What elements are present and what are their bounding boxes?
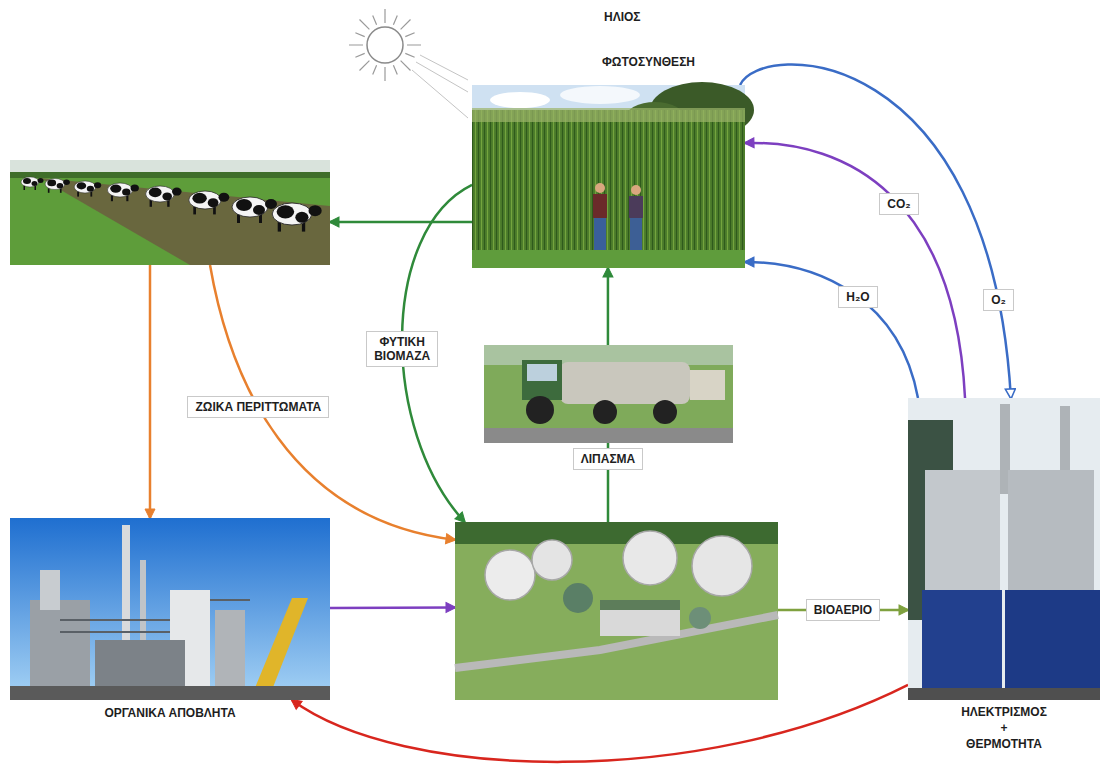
cattle-photo (10, 160, 330, 265)
crop-photo-node: ΦΩΤΟΣΥΝΘΕΣΗ (472, 85, 745, 268)
flow-label: ΦΥΤΙΚΗ ΒΙΟΜΑΖΑ (366, 331, 438, 367)
photo-sky (10, 160, 330, 173)
photo-caption: ΟΡΓΑΝΙΚΑ ΑΠΟΒΛΗΤΑ (10, 706, 330, 720)
field (484, 345, 733, 443)
person-torso (593, 194, 607, 218)
person-head (595, 183, 605, 193)
cow (272, 203, 322, 232)
person-torso (629, 196, 643, 218)
energy-crop-photo (472, 82, 754, 268)
digester-dome (692, 536, 752, 596)
cow (74, 181, 101, 197)
ground (908, 688, 1100, 700)
wheel (593, 400, 617, 424)
cow (232, 197, 277, 223)
lawn (472, 250, 745, 268)
storage-tank (563, 583, 593, 613)
photo-sky (472, 85, 745, 268)
cow (107, 183, 138, 201)
flow-arrow (745, 262, 918, 398)
sunlight-lines (412, 55, 468, 118)
ground (10, 686, 330, 700)
grass-tops (472, 108, 745, 122)
biogas-plant-photo (455, 522, 778, 700)
cab-window (527, 364, 557, 381)
muddy-track (40, 178, 330, 265)
person-legs (630, 218, 642, 250)
plant-structure (40, 570, 60, 610)
slurry-tank (560, 362, 690, 404)
generator-container (922, 590, 1002, 690)
storage-tank (689, 607, 711, 629)
tractor-photo (484, 345, 733, 443)
person-legs (594, 218, 606, 250)
engine-unit (925, 470, 1000, 595)
photo-caption: ΗΛΕΚΤΡΙΣΜΟΣ + ΘΕΡΜΟΤΗΤΑ (961, 704, 1047, 752)
industry-photo (10, 518, 330, 700)
wheel (526, 396, 554, 424)
cow (45, 179, 70, 193)
flow-label: H₂O (838, 286, 877, 308)
trailer-tank (690, 370, 725, 400)
cow (189, 191, 230, 214)
sun-symbol (349, 9, 468, 118)
photo-sky (10, 518, 330, 700)
cloud (560, 86, 640, 104)
engine-unit (1008, 470, 1094, 595)
flow-label: ΒΙΟΑΕΡΙΟ (806, 599, 880, 621)
person-head (631, 185, 641, 195)
flow-label: CO₂ (879, 193, 918, 215)
cow (146, 186, 182, 207)
flow-label: O₂ (983, 289, 1014, 311)
field (455, 522, 778, 700)
road (484, 428, 733, 443)
photo-caption: ΦΩΤΟΣΥΝΘΕΣΗ (602, 55, 695, 69)
waste-photo-node: ΟΡΓΑΝΙΚΑ ΑΠΟΒΛΗΤΑ (10, 518, 330, 700)
biogas-plant-node (455, 522, 778, 700)
flow-arrow (149, 265, 152, 518)
flow-arrow (330, 221, 472, 224)
tractor-cab (522, 360, 562, 400)
flow-arrow (745, 143, 965, 398)
cattle-photo-node (10, 160, 330, 265)
photo-sky (908, 398, 1100, 700)
cloud (490, 92, 550, 108)
building-roof (600, 600, 680, 610)
flow-arrow (740, 65, 1011, 398)
sun-disc (367, 27, 403, 63)
conveyor (250, 598, 308, 700)
sun-label: ΗΛΙΟΣ (604, 10, 641, 24)
pipes (60, 600, 250, 632)
pasture (10, 160, 330, 265)
power-plant-photo (908, 398, 1100, 700)
tall-grass (472, 110, 745, 255)
plant-building (600, 600, 680, 636)
flow-arrow (330, 606, 455, 609)
wheel (653, 400, 677, 424)
flow-label: ΖΩΙΚΑ ΠΕΡΙΤΤΩΜΑΤΑ (187, 396, 329, 418)
hedge (10, 172, 330, 178)
digester-dome (485, 550, 535, 600)
power-plant-node: ΗΛΕΚΤΡΙΣΜΟΣ + ΘΕΡΜΟΤΗΤΑ (908, 398, 1100, 700)
sun-rays (349, 9, 421, 81)
cow (21, 177, 44, 190)
plant-structure (30, 600, 90, 700)
digester-dome (532, 540, 572, 580)
digester-dome (623, 531, 677, 585)
flow-label: ΛΙΠΑΣΜΑ (573, 448, 644, 470)
generator-container (1005, 590, 1100, 690)
